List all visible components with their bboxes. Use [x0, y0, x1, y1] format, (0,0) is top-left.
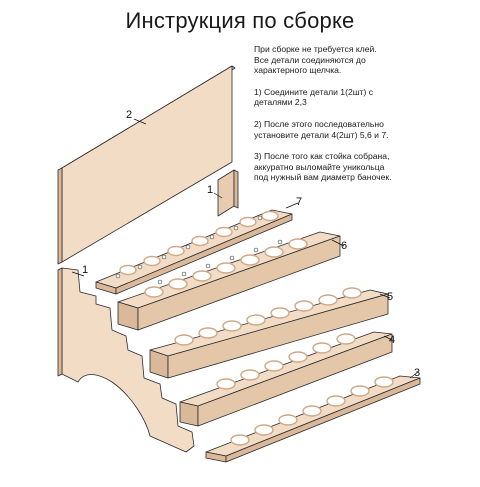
part-1-side-panel-rear: [217, 169, 239, 217]
callout-part-6: 6: [341, 240, 347, 252]
callout-part-3: 3: [414, 367, 420, 379]
callout-part-1-left: 1: [82, 264, 88, 276]
callout-part-4: 4: [389, 334, 395, 346]
part-7-shelf: [95, 209, 293, 295]
callout-part-5: 5: [387, 291, 393, 303]
part-4-riser-shelf: [179, 331, 393, 427]
part-2-back-panel: [57, 65, 236, 265]
instruction-step-1: 1) Соедините детали 1(2шт) с деталями 2,…: [254, 86, 374, 108]
callout-part-1-top: 1: [207, 184, 213, 196]
instruction-step-3: 3) После того как стойка собрана, аккура…: [254, 151, 392, 183]
instruction-intro: При сборке не требуется клей. Все детали…: [254, 44, 377, 76]
part-3-shelf: [205, 375, 421, 463]
part-1-side-panel-front: [57, 267, 195, 453]
assembly-instructions: При сборке не требуется клей. Все детали…: [254, 44, 476, 194]
callout-part-2: 2: [126, 109, 132, 121]
part-5-shelf: [149, 287, 389, 379]
part-6-shelf: [117, 231, 341, 331]
page-title: Инструкция по сборке: [125, 8, 355, 33]
instruction-step-2: 2) После этого последовательно установит…: [254, 118, 389, 140]
callout-part-7: 7: [296, 196, 302, 208]
